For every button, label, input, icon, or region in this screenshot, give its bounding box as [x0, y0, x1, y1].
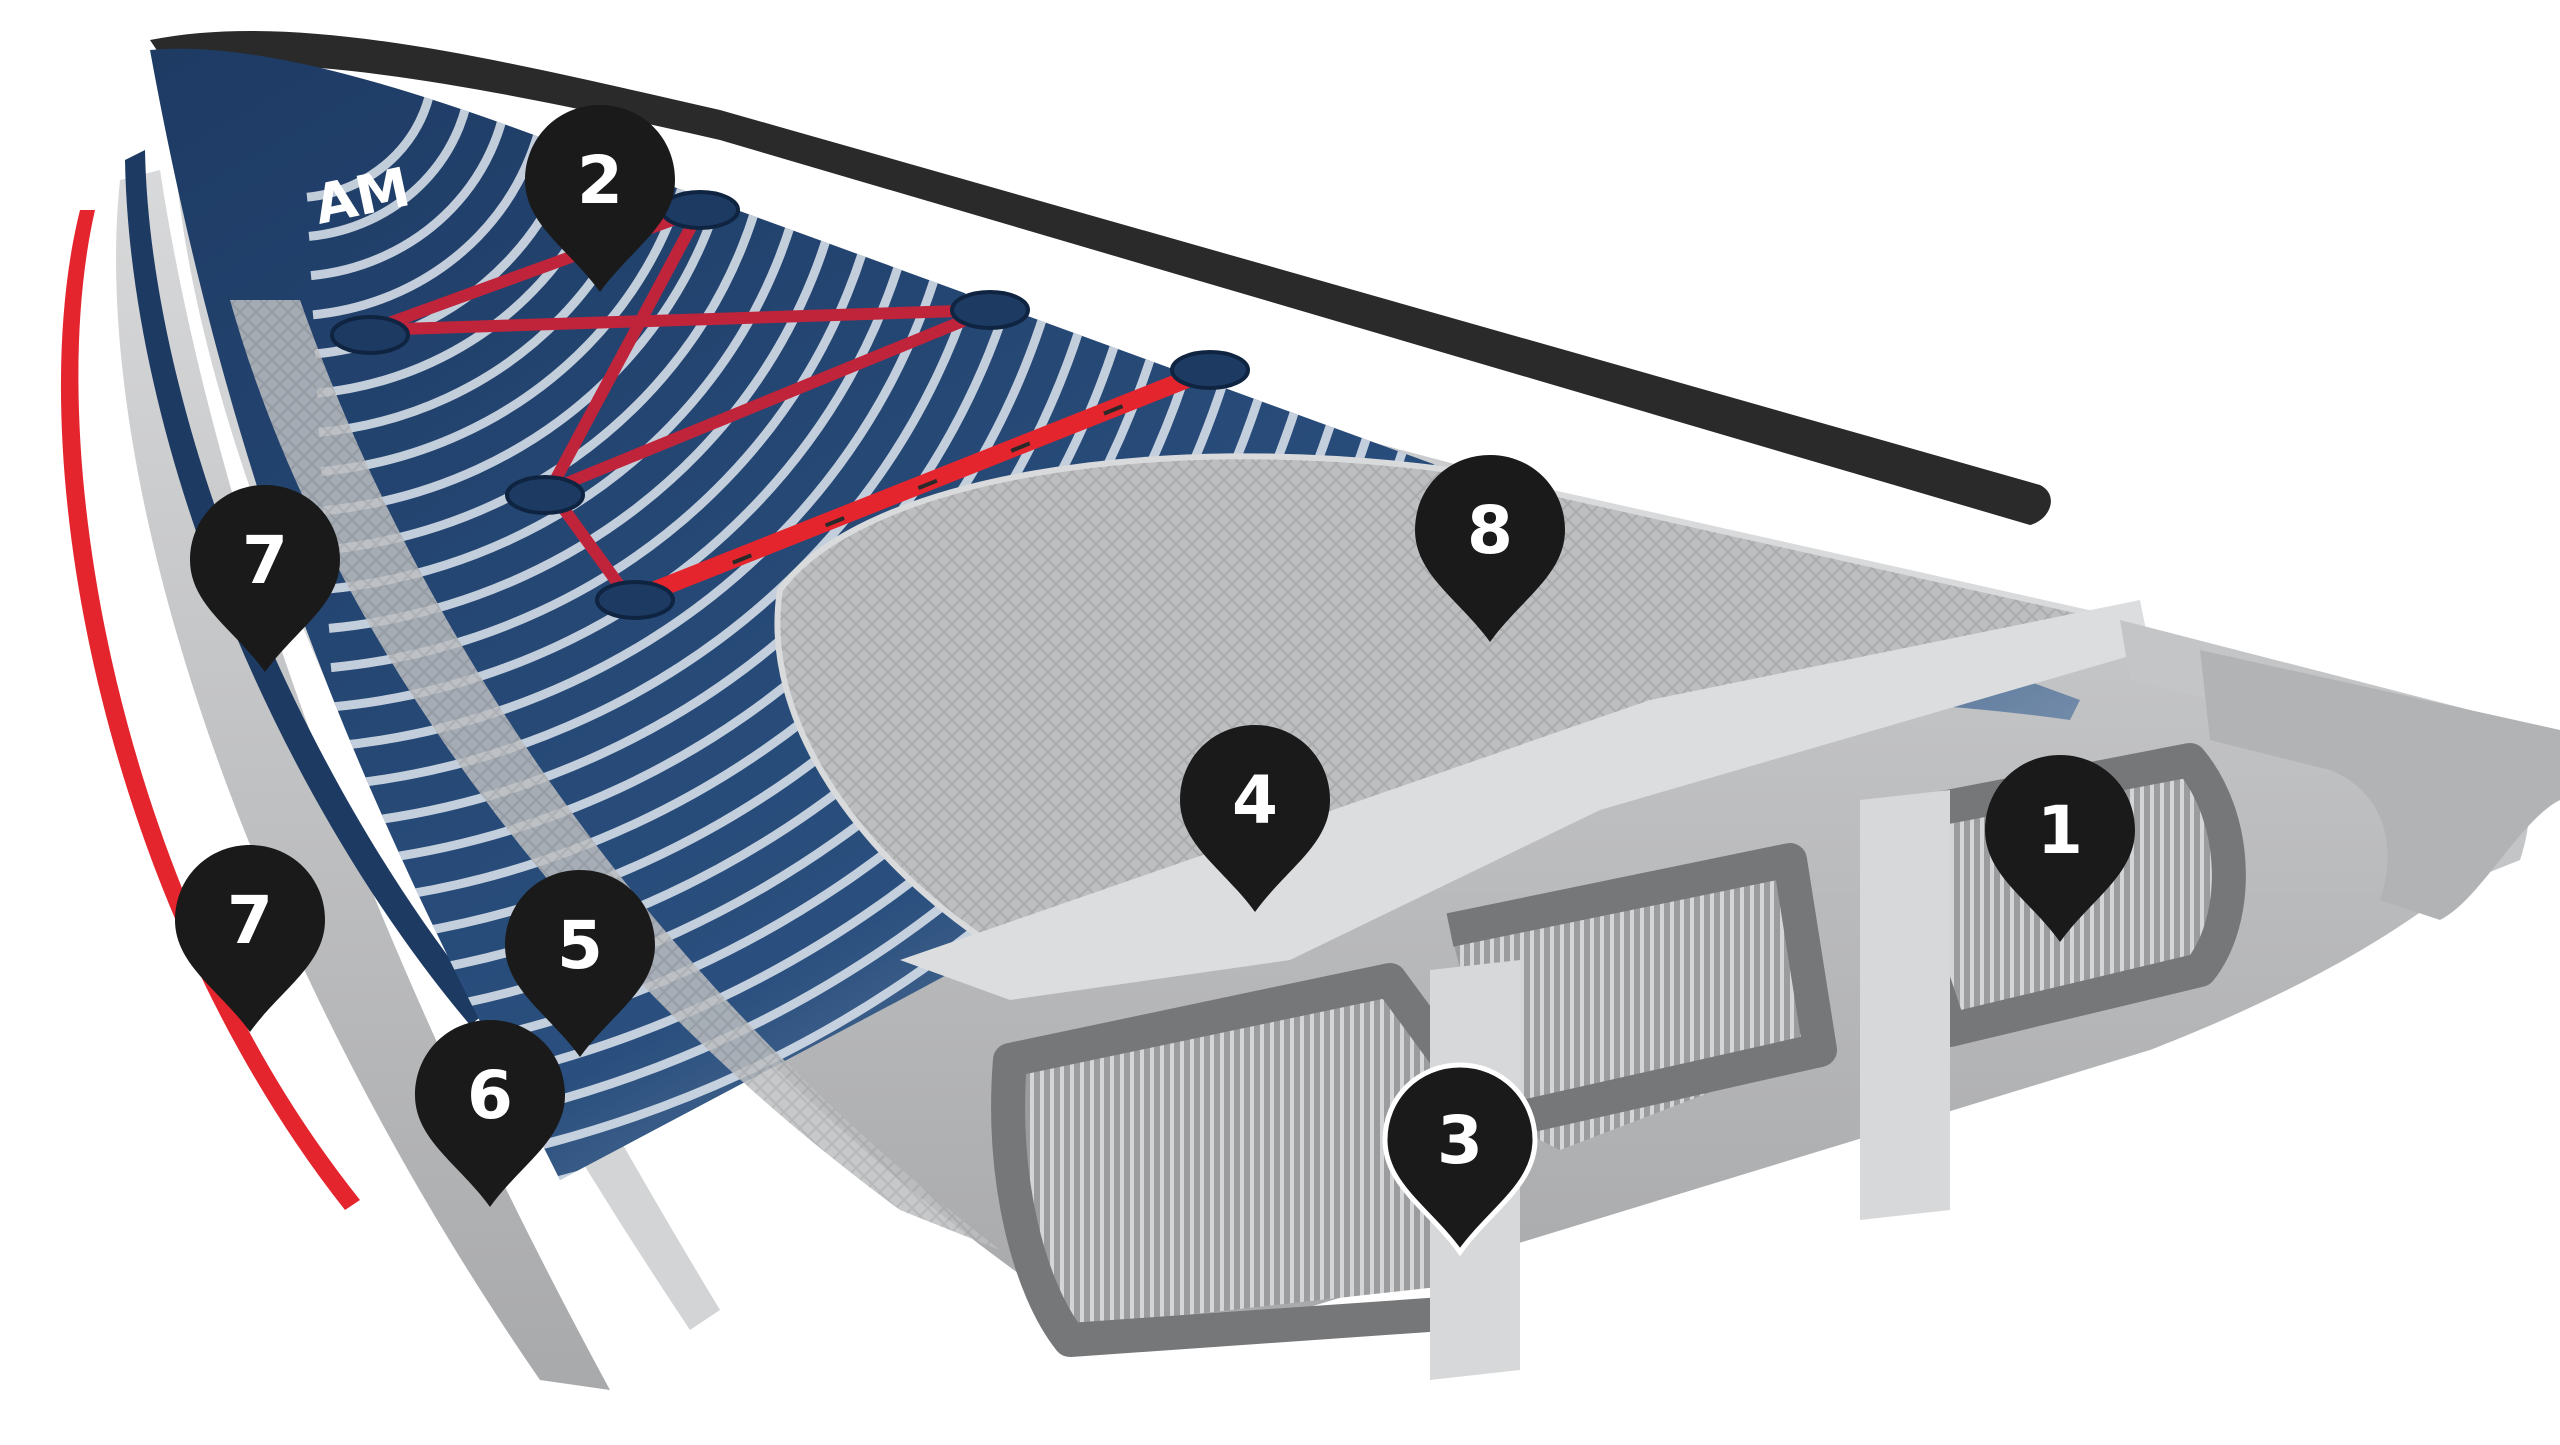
- marker-label: 6: [467, 1057, 513, 1134]
- layer-outer-gray-1: [116, 170, 610, 1390]
- layer-4-plate: [900, 600, 2150, 1000]
- layer-markers: 1 2 3 4 56 7 7 8: [175, 105, 2135, 1257]
- marker-label: 1: [2037, 792, 2083, 869]
- marker-label: 8: [1467, 492, 1513, 569]
- marker-pin-icon: [1985, 755, 2135, 942]
- marker-1: 1: [1985, 755, 2135, 942]
- marker-label: 4: [1232, 762, 1278, 839]
- right-layer-sheet-2: [2200, 650, 2560, 920]
- marker-pin-icon: [1382, 1062, 1538, 1257]
- marker-3: 3: [1382, 1062, 1538, 1257]
- marker-label: 7: [227, 882, 273, 959]
- marker-2: 2: [525, 105, 675, 292]
- layer-red-rail: [60, 210, 360, 1210]
- marker-4: 4: [1180, 725, 1330, 912]
- marker-label: 3: [1437, 1102, 1483, 1179]
- chamber-walls: [991, 743, 2246, 1357]
- marker-pin-icon: [1415, 455, 1565, 642]
- marker-pin-icon: [190, 485, 340, 672]
- marker-pin-icon: [175, 845, 325, 1032]
- deck-d-rings: [330, 190, 1250, 620]
- marker-pin-icon: [415, 1020, 565, 1207]
- marker-pin-icon: [505, 870, 655, 1057]
- marker-pin-icon: [525, 105, 675, 292]
- marker-5: 5: [505, 870, 655, 1057]
- marker-label: 2: [577, 142, 623, 219]
- marker-7b: 7: [175, 845, 325, 1032]
- marker-label: 5: [557, 907, 603, 984]
- marker-7a: 7: [190, 485, 340, 672]
- marker-8: 8: [1415, 455, 1565, 642]
- divider-wall-2: [1860, 790, 1950, 1220]
- deck-mesh-edge: [230, 300, 1000, 1250]
- marker-6: 6: [415, 1020, 565, 1207]
- marker-pin-icon: [1180, 725, 1330, 912]
- bungee-cords: [367, 204, 1214, 609]
- marker-label: 7: [242, 522, 288, 599]
